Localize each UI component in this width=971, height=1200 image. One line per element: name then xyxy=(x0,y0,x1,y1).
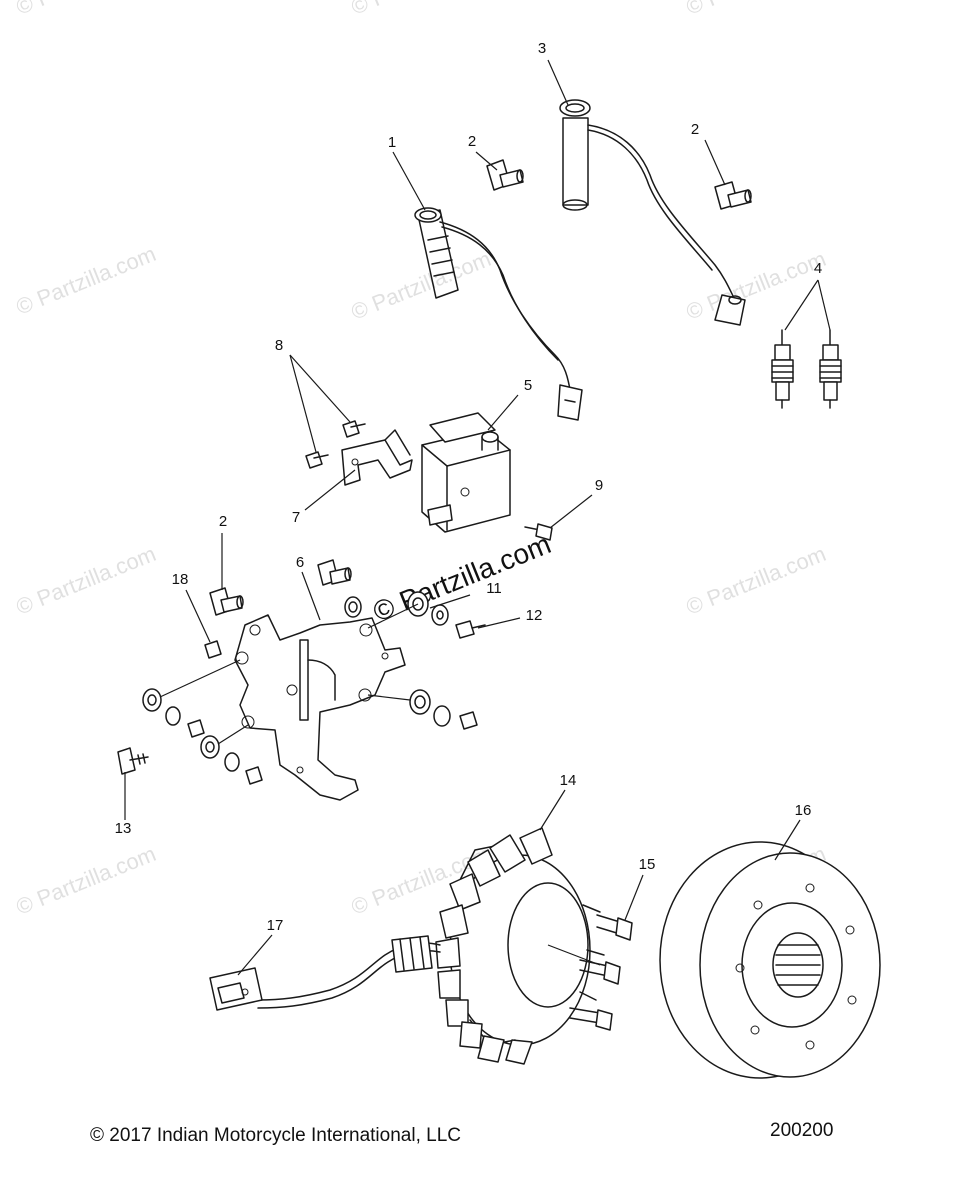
harness-17[interactable] xyxy=(209,935,441,1011)
callout-8: 8 xyxy=(275,337,283,354)
bolts-12[interactable] xyxy=(187,620,486,785)
watermark: © Partzilla.com xyxy=(683,246,830,325)
callout-18: 18 xyxy=(172,571,189,588)
stator-14[interactable] xyxy=(435,827,605,1065)
callout-1: 1 xyxy=(388,134,396,151)
watermark: © Partzilla.com xyxy=(13,841,160,920)
drawing-number: 200200 xyxy=(770,1120,834,1141)
callout-12: 12 xyxy=(526,607,543,624)
sensor-13[interactable] xyxy=(117,747,149,775)
ignition-lead-3[interactable] xyxy=(559,99,746,326)
callouts: 1 2 3 2 4 8 5 7 9 2 6 18 11 12 13 14 16 … xyxy=(115,40,823,934)
watermark: © Partzilla.com xyxy=(13,241,160,320)
watermark: © Partzilla.com xyxy=(683,541,830,620)
callout-16: 16 xyxy=(795,802,812,819)
watermark: © Partzilla.com xyxy=(683,0,830,20)
spark-plug-boot-2b[interactable] xyxy=(714,181,752,210)
callout-9: 9 xyxy=(595,477,603,494)
callout-17: 17 xyxy=(267,917,284,934)
callout-7: 7 xyxy=(292,509,300,526)
screws-8[interactable] xyxy=(305,420,366,469)
spark-plug-boot-2a[interactable] xyxy=(486,159,524,191)
watermark: © Partzilla.com xyxy=(13,0,160,20)
callout-4: 4 xyxy=(814,260,822,277)
callout-14: 14 xyxy=(560,772,577,789)
ignition-lead-1[interactable] xyxy=(414,207,583,421)
callout-5: 5 xyxy=(524,377,532,394)
spark-plug-boot-2c[interactable] xyxy=(209,559,352,616)
spark-plugs-4[interactable] xyxy=(771,329,842,409)
callout-11: 11 xyxy=(486,580,502,597)
grommets-washers-11[interactable] xyxy=(142,591,451,772)
mount-bracket-6[interactable] xyxy=(234,614,406,801)
copyright-text: © 2017 Indian Motorcycle International, … xyxy=(90,1125,461,1146)
callout-2: 2 xyxy=(468,133,476,150)
bolt-9[interactable] xyxy=(524,523,553,541)
callout-2: 2 xyxy=(219,513,227,530)
callout-6: 6 xyxy=(296,554,304,571)
stator-poles xyxy=(435,827,553,1065)
watermark: © Partzilla.com xyxy=(348,0,495,20)
leader-lines xyxy=(124,59,831,976)
watermark: © Partzilla.com xyxy=(348,246,495,325)
watermarks: © Partzilla.com © Partzilla.com © Partzi… xyxy=(13,0,830,920)
coil-bracket-7[interactable] xyxy=(341,429,413,486)
callout-13: 13 xyxy=(115,820,132,837)
callout-3: 3 xyxy=(538,40,546,57)
watermark: © Partzilla.com xyxy=(13,541,160,620)
flywheel-16[interactable] xyxy=(659,841,881,1079)
callout-2: 2 xyxy=(691,121,699,138)
callout-15: 15 xyxy=(639,856,656,873)
ignition-coil-5[interactable] xyxy=(421,412,511,533)
